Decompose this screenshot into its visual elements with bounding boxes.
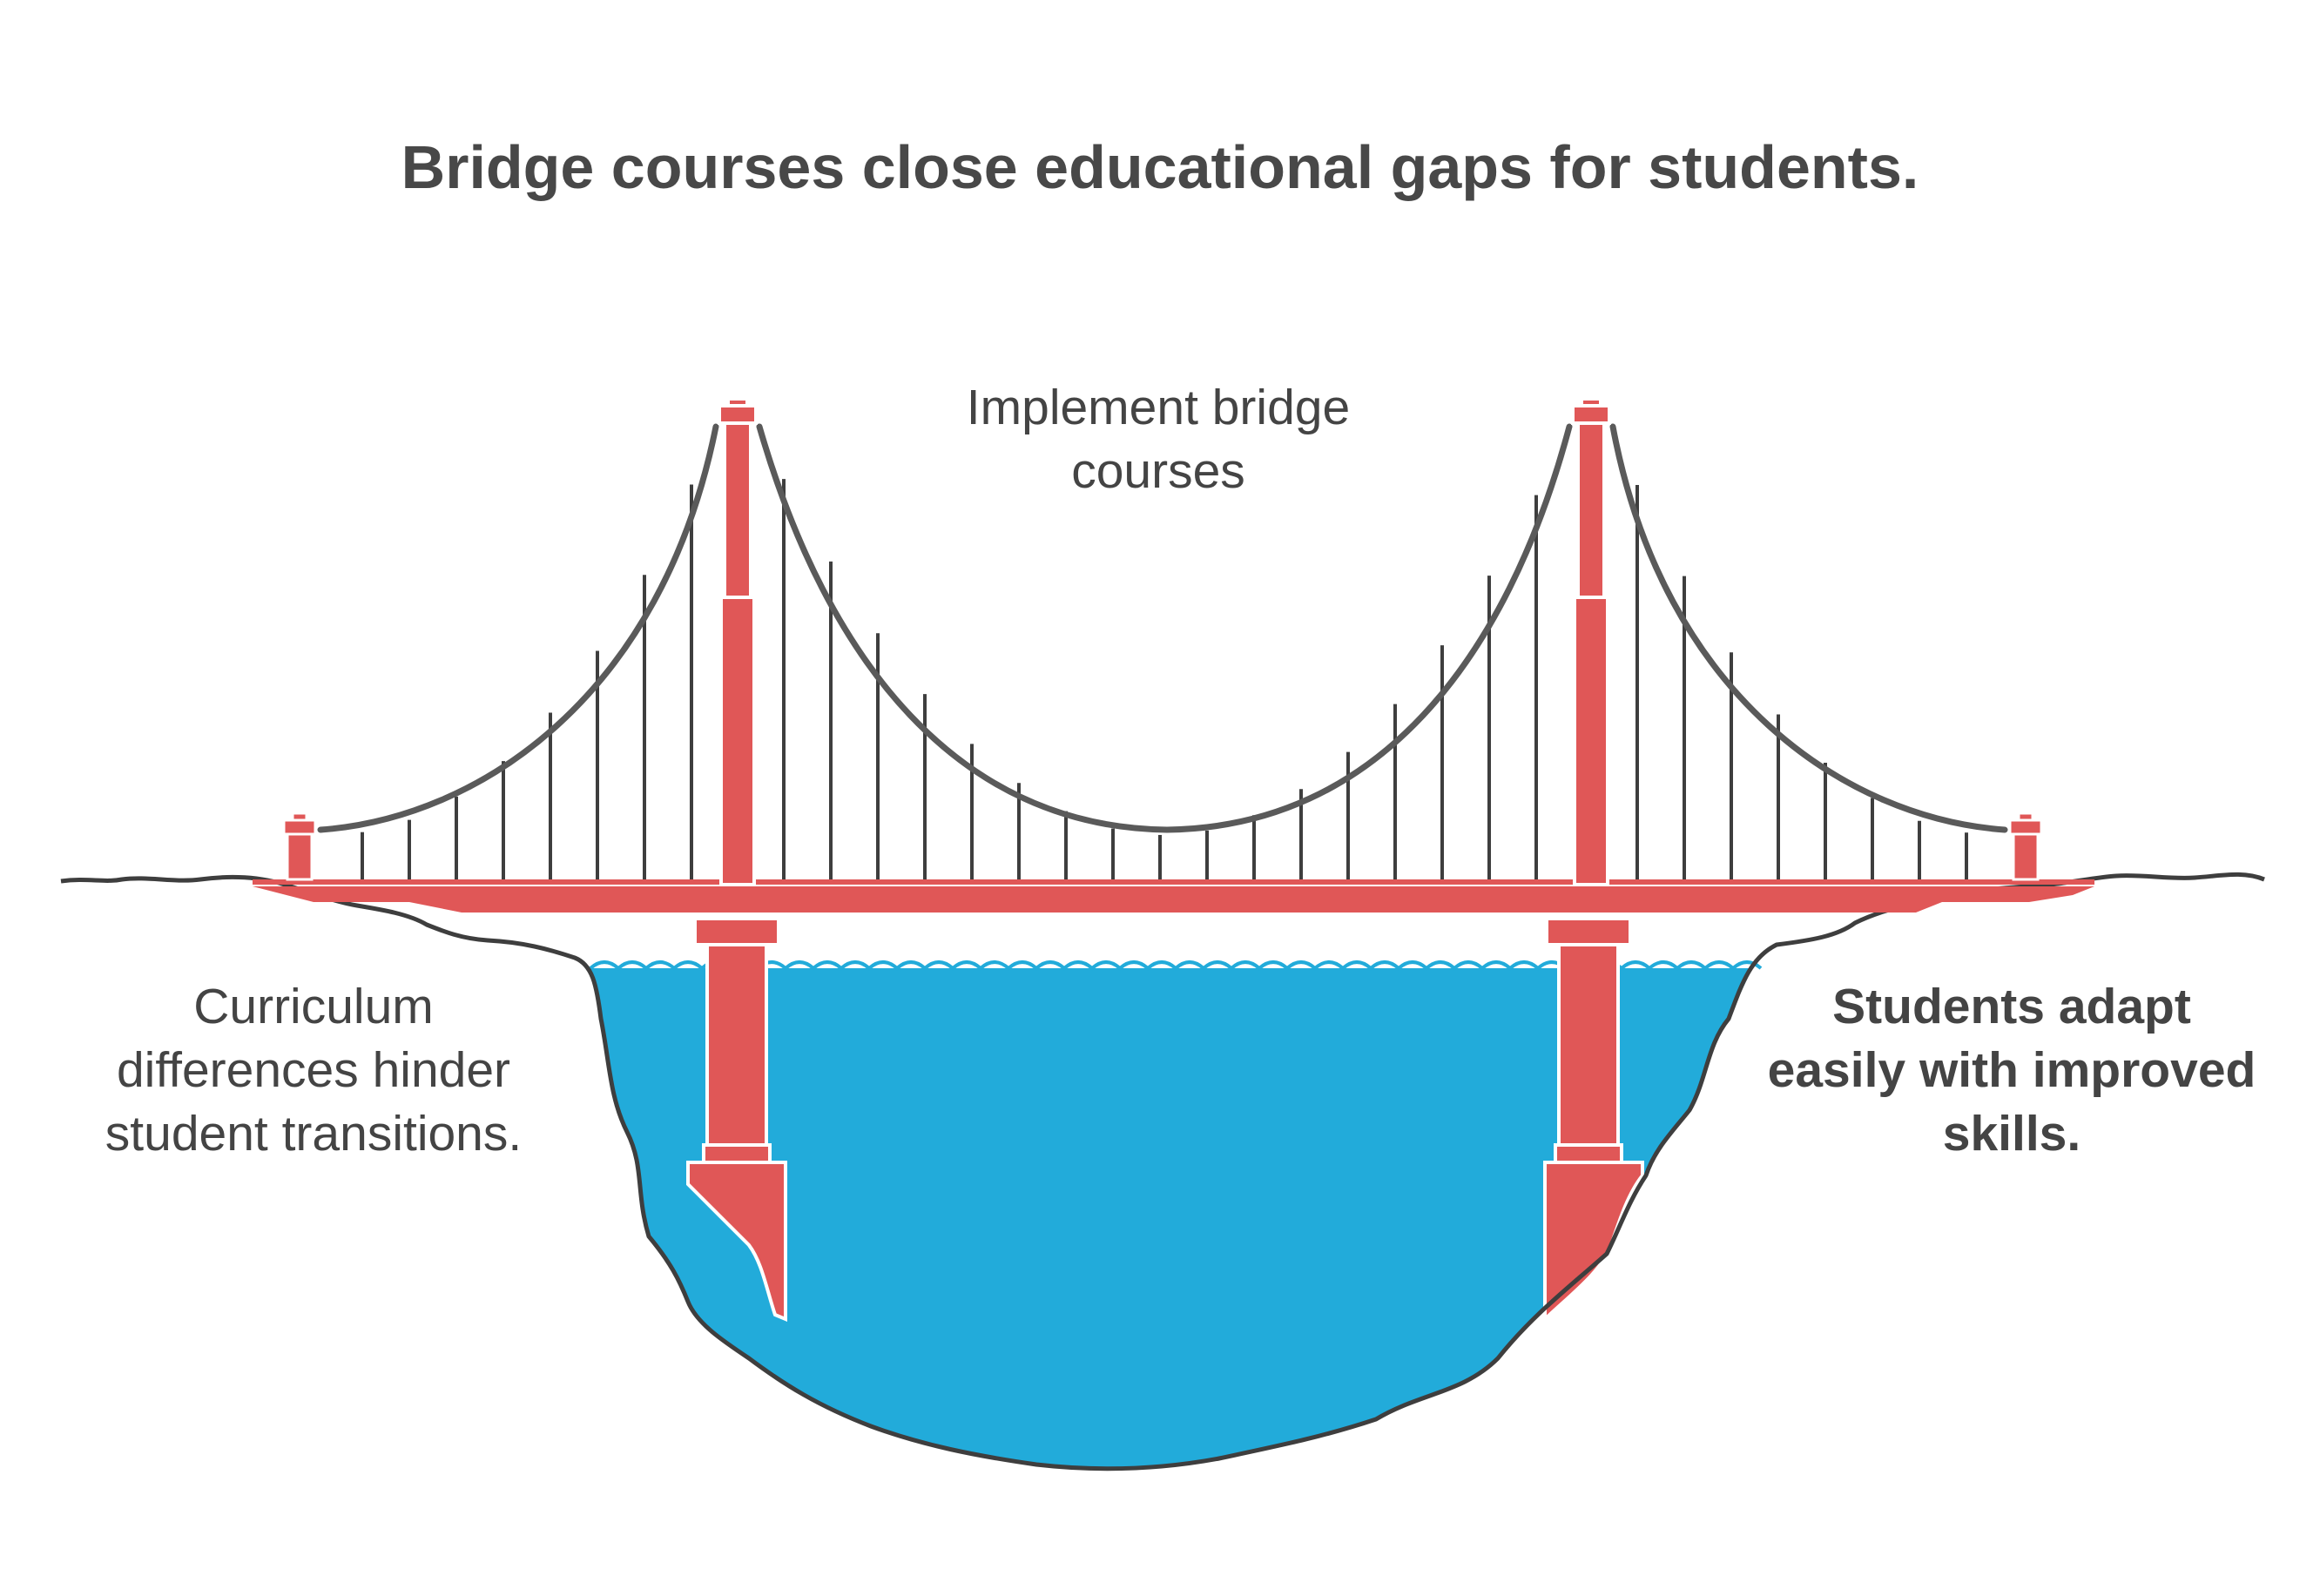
right-end-pylon: [2008, 811, 2043, 881]
outcome-label: Students adapt easily with improved skil…: [1767, 979, 2256, 1162]
page-title: Bridge courses close educational gaps fo…: [401, 133, 1919, 201]
bridge-deck: [253, 879, 2094, 912]
left-tower: [718, 397, 758, 886]
bridge-label: Implement bridge courses: [966, 380, 1351, 499]
left-end-pylon: [282, 811, 317, 881]
left-pier: [686, 917, 787, 1322]
right-tower: [1571, 397, 1611, 886]
right-pier: [1543, 917, 1644, 1323]
water-basin: [590, 968, 1752, 1469]
problem-label: Curriculum differences hinder student tr…: [105, 979, 523, 1162]
main-cables: [317, 423, 2008, 833]
ground-outline: [60, 872, 2265, 1471]
